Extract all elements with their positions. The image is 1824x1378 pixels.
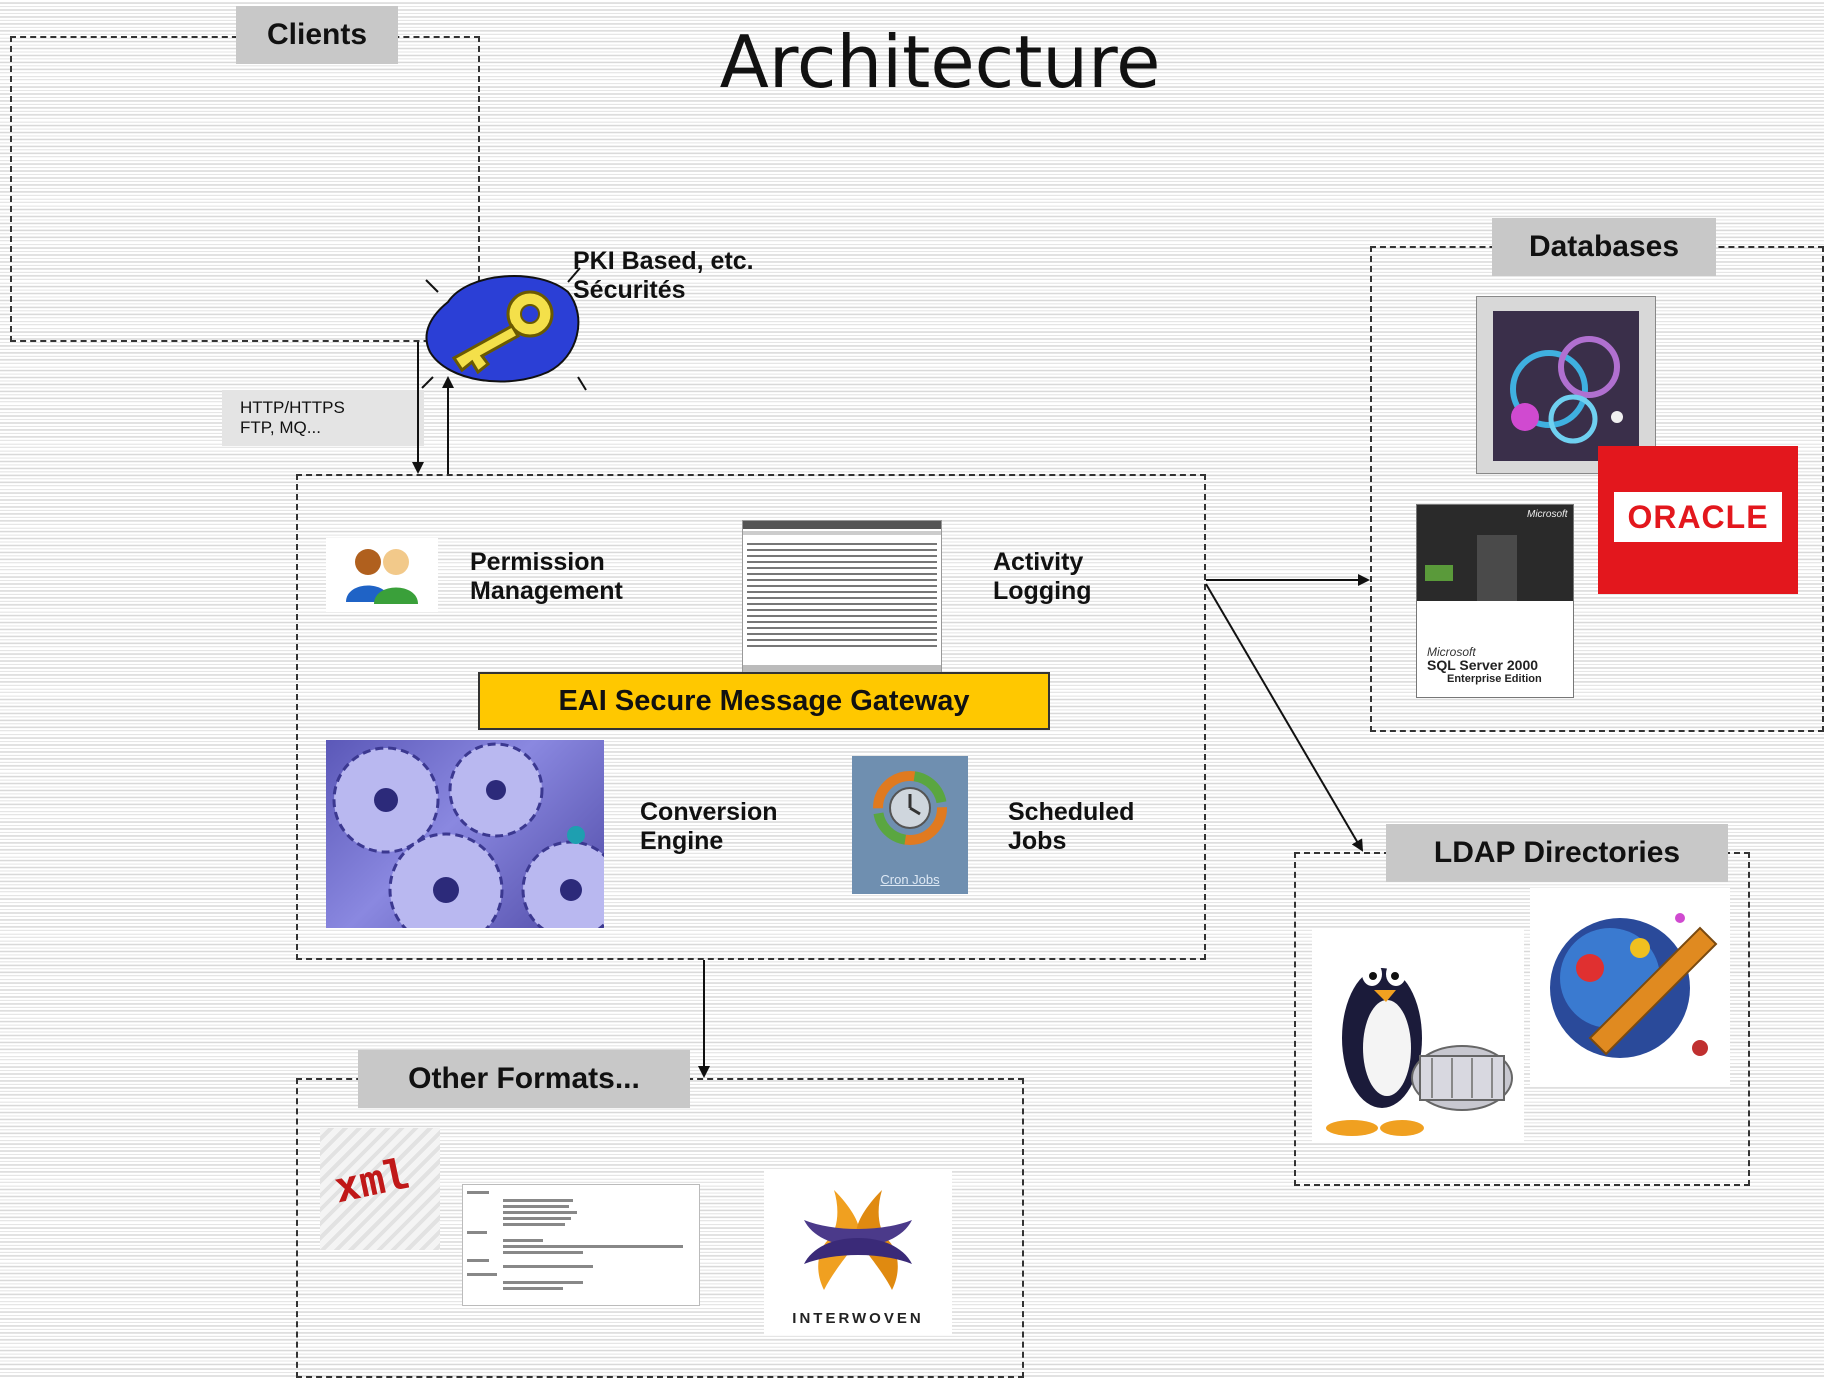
logging-line2: Logging: [993, 577, 1092, 605]
security-key-icon: [421, 267, 587, 391]
security-label: PKI Based, etc. Sécurités: [573, 247, 754, 305]
sql-name: SQL Server 2000: [1427, 657, 1539, 673]
ldap-telescope-icon: [1530, 888, 1730, 1086]
oracle-logo-text: ORACLE: [1627, 498, 1769, 535]
protocols-line1: HTTP/HTTPS: [240, 398, 345, 417]
clients-tab: Clients: [236, 6, 398, 64]
interwoven-logo: INTERWOVEN: [764, 1170, 952, 1334]
logging-line1: Activity: [993, 548, 1084, 576]
security-line1: PKI Based, etc.: [573, 247, 754, 275]
conversion-label: Conversion Engine: [640, 798, 778, 856]
permission-line1: Permission: [470, 548, 605, 576]
xml-icon: xml: [320, 1128, 440, 1250]
protocols-label: HTTP/HTTPS FTP, MQ...: [222, 390, 424, 446]
interwoven-text: INTERWOVEN: [792, 1310, 924, 1327]
cron-jobs-icon: Cron Jobs: [852, 756, 968, 894]
sql-query-icon: [462, 1184, 700, 1306]
tux-penguin-icon: [1312, 928, 1524, 1142]
activity-log-icon: [742, 520, 942, 674]
scheduled-line2: Jobs: [1008, 827, 1067, 855]
users-icon: [326, 538, 438, 612]
sql-edition: Enterprise Edition: [1447, 673, 1542, 685]
page-title: Architecture: [719, 20, 1161, 104]
scheduled-line1: Scheduled: [1008, 798, 1135, 826]
ldap-tab: LDAP Directories: [1386, 824, 1728, 882]
other-formats-tab: Other Formats...: [358, 1050, 690, 1108]
databases-tab: Databases: [1492, 218, 1716, 276]
arrow-gateway-to-ldap: [1205, 583, 1364, 852]
sql-brand: Microsoft: [1427, 645, 1476, 659]
conversion-line1: Conversion: [640, 798, 778, 826]
scheduled-label: Scheduled Jobs: [1008, 798, 1134, 856]
permission-line2: Management: [470, 577, 623, 605]
gears-icon: [326, 740, 604, 928]
cron-caption: Cron Jobs: [880, 872, 940, 887]
oracle-logo: ORACLE: [1598, 446, 1798, 594]
conversion-line2: Engine: [640, 827, 724, 855]
gateway-title: EAI Secure Message Gateway: [478, 672, 1050, 730]
protocols-line2: FTP, MQ...: [240, 418, 321, 437]
microsoft-top-label: Microsoft: [1527, 509, 1568, 520]
db2-universal-icon: [1476, 296, 1656, 474]
gateway-group: [296, 474, 1206, 960]
sql-server-box-icon: Microsoft Microsoft SQL Server 2000 Ente…: [1416, 504, 1574, 698]
logging-label: Activity Logging: [993, 548, 1092, 606]
security-line2: Sécurités: [573, 276, 686, 304]
permission-label: Permission Management: [470, 548, 623, 606]
